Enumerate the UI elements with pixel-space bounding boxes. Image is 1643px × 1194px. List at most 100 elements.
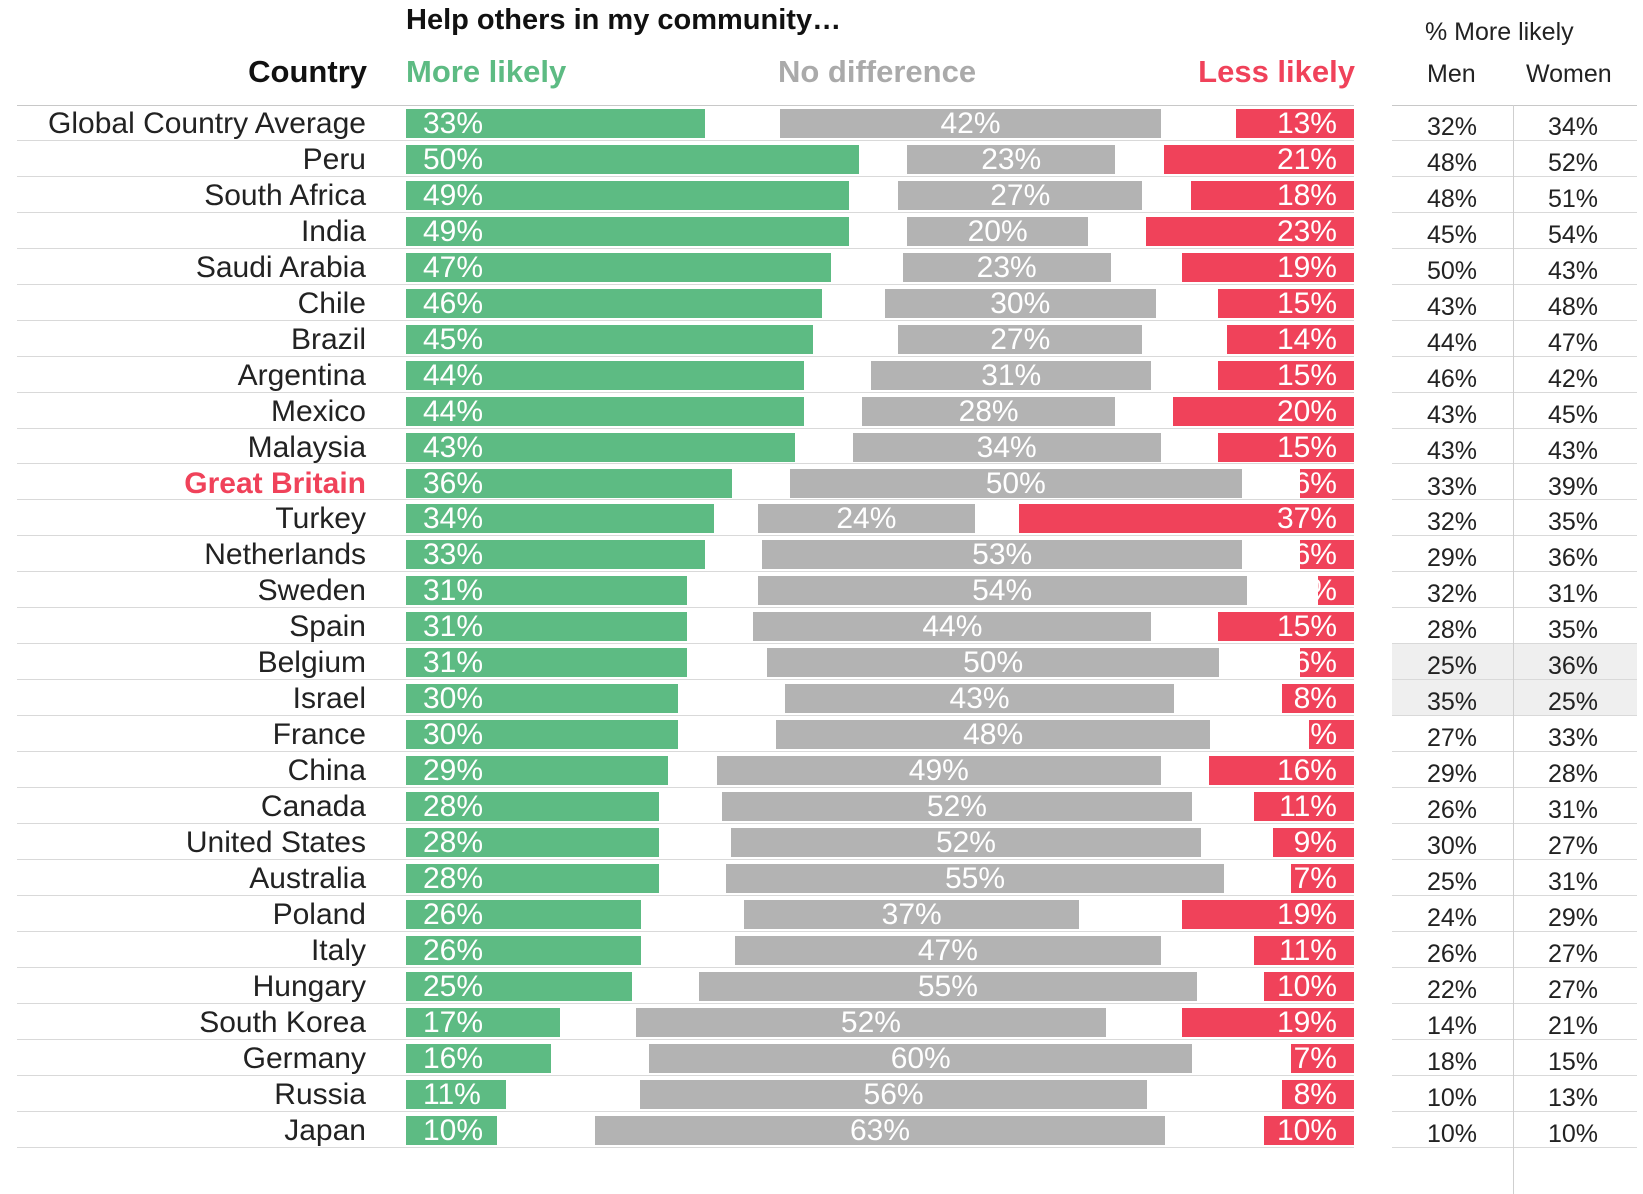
men-value: 29%	[1427, 544, 1478, 573]
bar-less-likely: 9%	[1272, 828, 1354, 857]
row-divider	[17, 643, 1354, 645]
gender-row-divider	[1392, 319, 1637, 321]
row-divider	[17, 1002, 1354, 1004]
bar-no-difference: 52%	[721, 792, 1193, 822]
women-value: 35%	[1548, 508, 1599, 537]
row-divider	[17, 283, 1354, 285]
women-value: 54%	[1548, 220, 1599, 249]
women-value: 31%	[1548, 580, 1599, 609]
gender-row-divider	[1392, 463, 1637, 465]
country-label: Israel	[292, 682, 366, 716]
men-value: 43%	[1427, 436, 1478, 465]
row-divider	[17, 787, 1354, 789]
women-value: 21%	[1548, 1011, 1599, 1040]
bar-no-difference: 20%	[907, 216, 1089, 246]
men-value: 32%	[1427, 113, 1478, 141]
men-value: 50%	[1427, 256, 1478, 285]
bar-no-difference: 50%	[789, 468, 1242, 498]
bar-more-likely: 50%	[406, 144, 859, 174]
country-label: Australia	[249, 861, 366, 895]
bar-less-likely: 6%	[1299, 648, 1354, 678]
women-value: 27%	[1548, 939, 1599, 968]
row-divider	[17, 894, 1354, 896]
gender-row-divider	[1392, 679, 1637, 681]
women-value: 33%	[1548, 724, 1599, 753]
row-divider	[17, 822, 1354, 824]
country-label: Russia	[274, 1077, 366, 1111]
row-divider	[17, 966, 1354, 968]
country-label: Poland	[272, 897, 366, 931]
women-value: 25%	[1548, 688, 1599, 717]
women-value: 31%	[1548, 796, 1599, 825]
bar-less-likely: 10%	[1263, 971, 1354, 1001]
gender-row-divider	[1392, 391, 1637, 393]
bar-more-likely: 28%	[406, 792, 660, 822]
bar-no-difference: 27%	[898, 324, 1143, 354]
bar-less-likely: 19%	[1182, 252, 1354, 282]
bar-less-likely: 37%	[1019, 504, 1354, 534]
gender-row-divider	[1392, 283, 1637, 285]
women-value: 52%	[1548, 148, 1599, 177]
row-divider	[17, 1146, 1354, 1148]
gender-column-divider	[1513, 105, 1514, 1194]
men-value: 25%	[1427, 867, 1478, 896]
women-value: 29%	[1548, 903, 1599, 932]
bar-no-difference: 31%	[870, 360, 1152, 390]
gender-highlight-cell	[1392, 644, 1637, 681]
gender-row-divider	[1392, 1074, 1637, 1076]
bar-more-likely: 45%	[406, 324, 814, 354]
bar-no-difference: 48%	[775, 720, 1211, 750]
women-value: 35%	[1548, 616, 1599, 645]
women-value: 39%	[1548, 472, 1599, 501]
country-label: Mexico	[270, 394, 366, 428]
men-value: 24%	[1427, 903, 1478, 932]
bar-more-likely: 31%	[406, 576, 687, 606]
country-label: India	[300, 214, 366, 248]
gender-row-divider	[1392, 355, 1637, 357]
women-value: 43%	[1548, 436, 1599, 465]
chart-title: Help others in my community…	[406, 4, 842, 36]
bar-more-likely: 31%	[406, 612, 687, 642]
bar-no-difference: 34%	[852, 432, 1161, 462]
bar-less-likely: 15%	[1218, 612, 1354, 642]
bar-more-likely: 11%	[406, 1079, 506, 1109]
bar-more-likely: 31%	[406, 648, 687, 678]
women-value: 27%	[1548, 832, 1599, 860]
bar-more-likely: 10%	[406, 1115, 497, 1145]
bar-no-difference: 37%	[744, 899, 1080, 929]
women-value: 48%	[1548, 292, 1599, 321]
bar-no-difference: 55%	[699, 971, 1197, 1001]
gender-row-divider	[1392, 1002, 1637, 1004]
men-value: 43%	[1427, 400, 1478, 429]
men-value: 25%	[1427, 652, 1478, 681]
bar-more-likely: 49%	[406, 216, 850, 246]
row-divider	[17, 930, 1354, 932]
row-divider	[17, 355, 1354, 357]
bar-less-likely: 10%	[1263, 1115, 1354, 1145]
row-divider	[17, 679, 1354, 681]
women-value: 36%	[1548, 544, 1599, 573]
country-label: China	[287, 754, 366, 788]
gender-row-divider	[1392, 1038, 1637, 1040]
women-value: 51%	[1548, 184, 1599, 213]
bar-more-likely: 30%	[406, 720, 678, 750]
men-value: 28%	[1427, 616, 1478, 645]
row-divider	[17, 139, 1354, 141]
country-label: Saudi Arabia	[195, 250, 366, 284]
gender-row-divider	[1392, 247, 1637, 249]
bar-more-likely: 17%	[406, 1007, 560, 1037]
bar-more-likely: 30%	[406, 684, 678, 714]
bar-no-difference: 53%	[762, 540, 1242, 570]
gender-row-divider	[1392, 607, 1637, 609]
row-divider	[17, 319, 1354, 321]
bar-no-difference: 24%	[757, 504, 975, 534]
bar-more-likely: 29%	[406, 756, 669, 786]
